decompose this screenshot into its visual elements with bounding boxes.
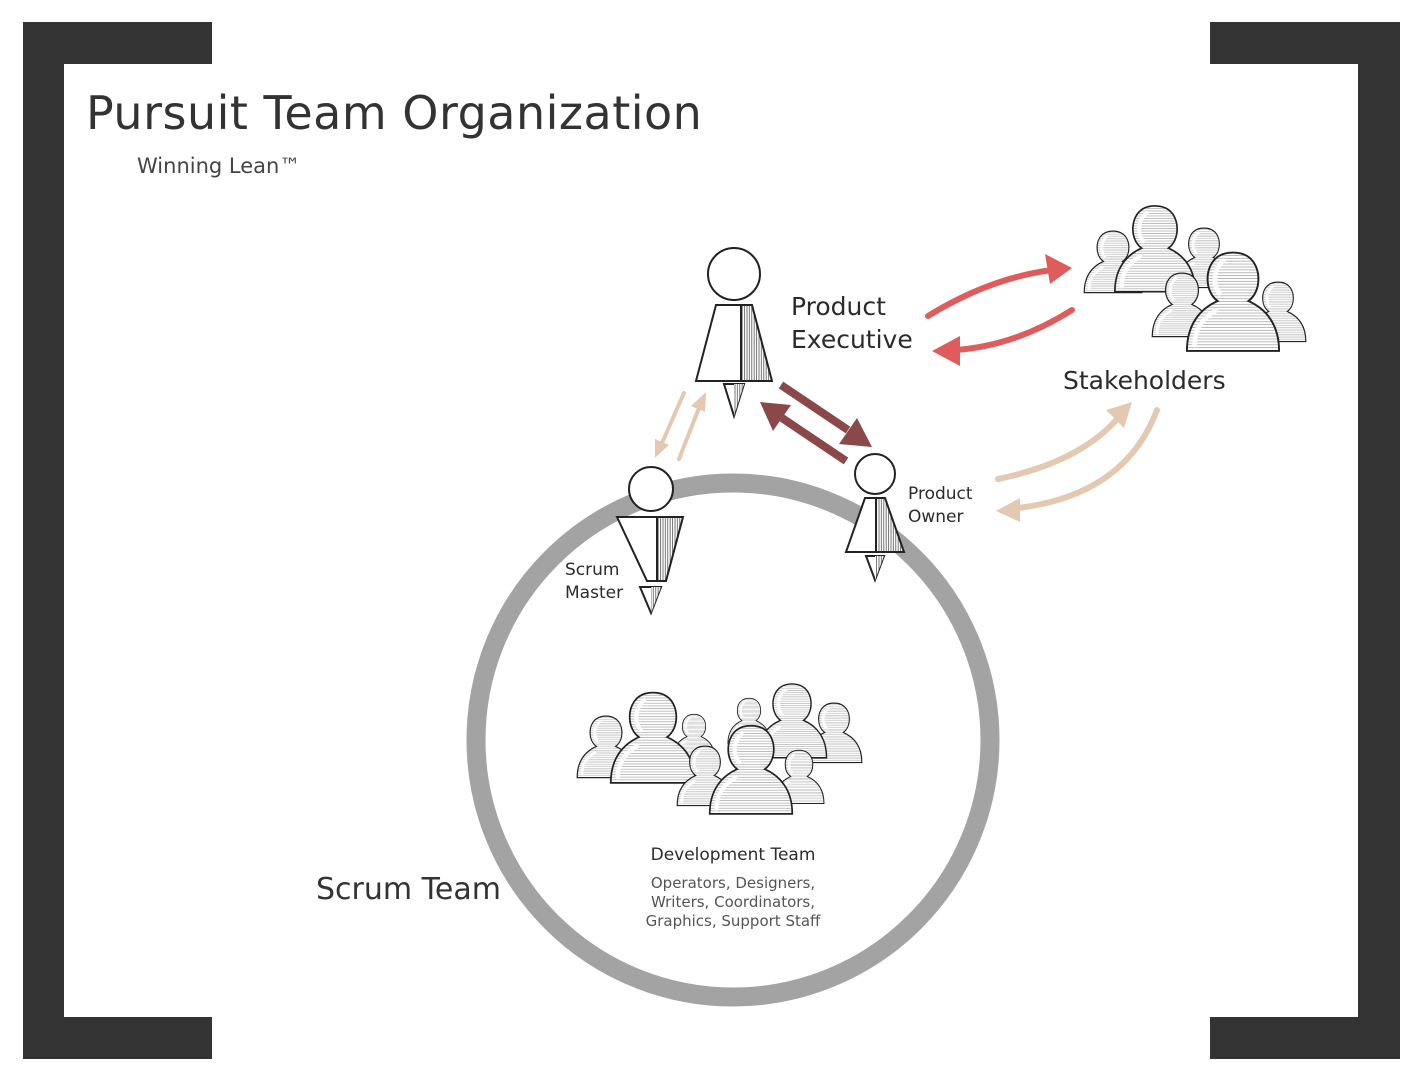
product-owner-label: Product Owner (908, 483, 973, 529)
product-executive-person-icon (694, 247, 774, 420)
development-team-title: Development Team (650, 845, 816, 865)
development-team-members-line1: Operators, Designers, (650, 874, 816, 892)
product-owner-label-line2: Owner (908, 507, 964, 527)
development-team-members-line2: Writers, Coordinators, (650, 893, 816, 911)
stakeholders-label: Stakeholders (1063, 366, 1226, 395)
arrow-master-to-executive (677, 392, 706, 461)
development-team-members: Operators, Designers, Writers, Coordinat… (623, 874, 843, 931)
frame-bracket-right (1210, 22, 1400, 1059)
scrum-master-label: Scrum Master (565, 559, 623, 605)
page-subtitle: Winning Lean™ (137, 154, 301, 178)
arrow-stakeholders-to-executive (932, 307, 1075, 366)
arrow-owner-to-stakeholders (995, 402, 1132, 482)
development-team-members-line3: Graphics, Support Staff (645, 912, 821, 930)
page-title: Pursuit Team Organization (86, 86, 703, 140)
product-executive-label-line1: Product (791, 292, 886, 321)
arrow-executive-to-owner (778, 381, 872, 447)
scrum-team-ring (466, 473, 1000, 1007)
arrow-executive-to-stakeholders (925, 254, 1072, 319)
arrow-stakeholders-to-owner (996, 407, 1160, 522)
product-executive-label-line2: Executive (791, 325, 913, 354)
arrow-executive-to-master (655, 391, 686, 458)
scrum-master-label-line1: Scrum (565, 560, 620, 580)
product-executive-label: Product Executive (791, 290, 913, 356)
arrow-owner-to-executive (760, 402, 849, 465)
stakeholders-group-icon (1082, 206, 1308, 351)
product-owner-label-line1: Product (908, 484, 973, 504)
scrum-master-label-line2: Master (565, 583, 624, 603)
scrum-team-label: Scrum Team (316, 872, 501, 907)
development-team-group-icon (575, 684, 864, 814)
scrum-master-person-icon (615, 466, 685, 616)
frame-bracket-left (23, 22, 212, 1059)
product-owner-person-icon (844, 453, 906, 583)
